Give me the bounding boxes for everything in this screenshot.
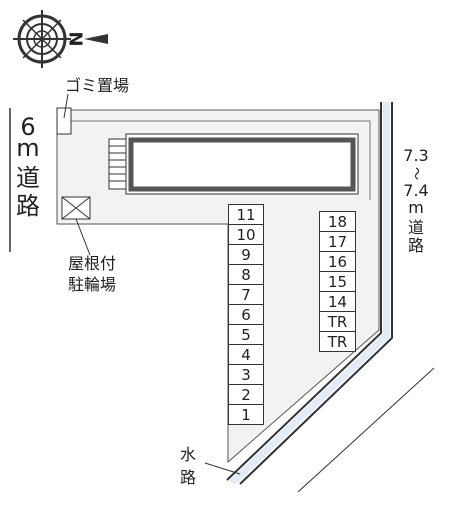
parking-slot-8: 8 — [228, 264, 264, 285]
parking-slot-11: 11 — [228, 204, 264, 225]
waterway-label-2: 路 — [180, 468, 197, 487]
compass-icon — [13, 10, 108, 68]
right-road-tilde: 〜 — [408, 166, 424, 181]
left-road-label: 6 m 道 路 — [13, 115, 43, 218]
parking-slot-10: 10 — [228, 224, 264, 245]
bike-leader — [75, 218, 91, 256]
bike-parking — [61, 196, 91, 220]
waterway-inner — [239, 102, 393, 485]
left-road-name-1: 道 — [16, 164, 40, 192]
right-road-edge — [297, 367, 435, 493]
left-road-name-2: 路 — [16, 192, 40, 220]
parking-slot-9: 9 — [228, 244, 264, 265]
garbage-leader — [63, 93, 69, 119]
compass-north-label: N — [66, 31, 88, 47]
left-road-width: 6 — [20, 113, 36, 141]
parking-slot-4: 4 — [228, 344, 264, 365]
bike-parking-label-2: 駐輪場 — [68, 275, 117, 294]
waterway-leader — [204, 462, 241, 475]
stairs-icon — [108, 138, 127, 190]
right-road-name-2: 路 — [407, 236, 424, 255]
parking-slot-17: 17 — [319, 231, 356, 252]
right-road-name-1: 道 — [407, 218, 424, 237]
right-road-width-2: 7.4 — [403, 181, 429, 200]
right-road-label: 7.3 〜 7.4 m 道 路 — [396, 148, 436, 254]
garbage-label: ゴミ置場 — [65, 76, 130, 95]
parking-slot-5: 5 — [228, 324, 264, 345]
parking-slot-16: 16 — [319, 251, 356, 272]
right-road-unit: m — [408, 198, 424, 217]
waterway-outer — [226, 102, 382, 481]
parking-slot-18: 18 — [319, 211, 356, 232]
building — [128, 137, 356, 192]
parking-slot-2: 2 — [228, 384, 264, 405]
parking-slot-15: 15 — [319, 271, 356, 292]
lot-inner-outline — [57, 120, 371, 200]
bike-parking-label-1: 屋根付 — [68, 254, 117, 273]
parking-slot-tr-1: TR — [319, 311, 356, 332]
garbage-area — [56, 107, 72, 135]
parking-slot-6: 6 — [228, 304, 264, 325]
right-road-width-1: 7.3 — [403, 146, 429, 165]
waterway-label-1: 水 — [180, 445, 197, 464]
lot-area — [56, 109, 380, 464]
parking-slot-3: 3 — [228, 364, 264, 385]
left-road-unit: m — [16, 134, 40, 162]
parking-slot-tr-2: TR — [319, 331, 356, 352]
parking-slot-14: 14 — [319, 291, 356, 312]
parking-slot-1: 1 — [228, 404, 264, 425]
waterway-water — [229, 102, 390, 484]
parking-slot-7: 7 — [228, 284, 264, 305]
